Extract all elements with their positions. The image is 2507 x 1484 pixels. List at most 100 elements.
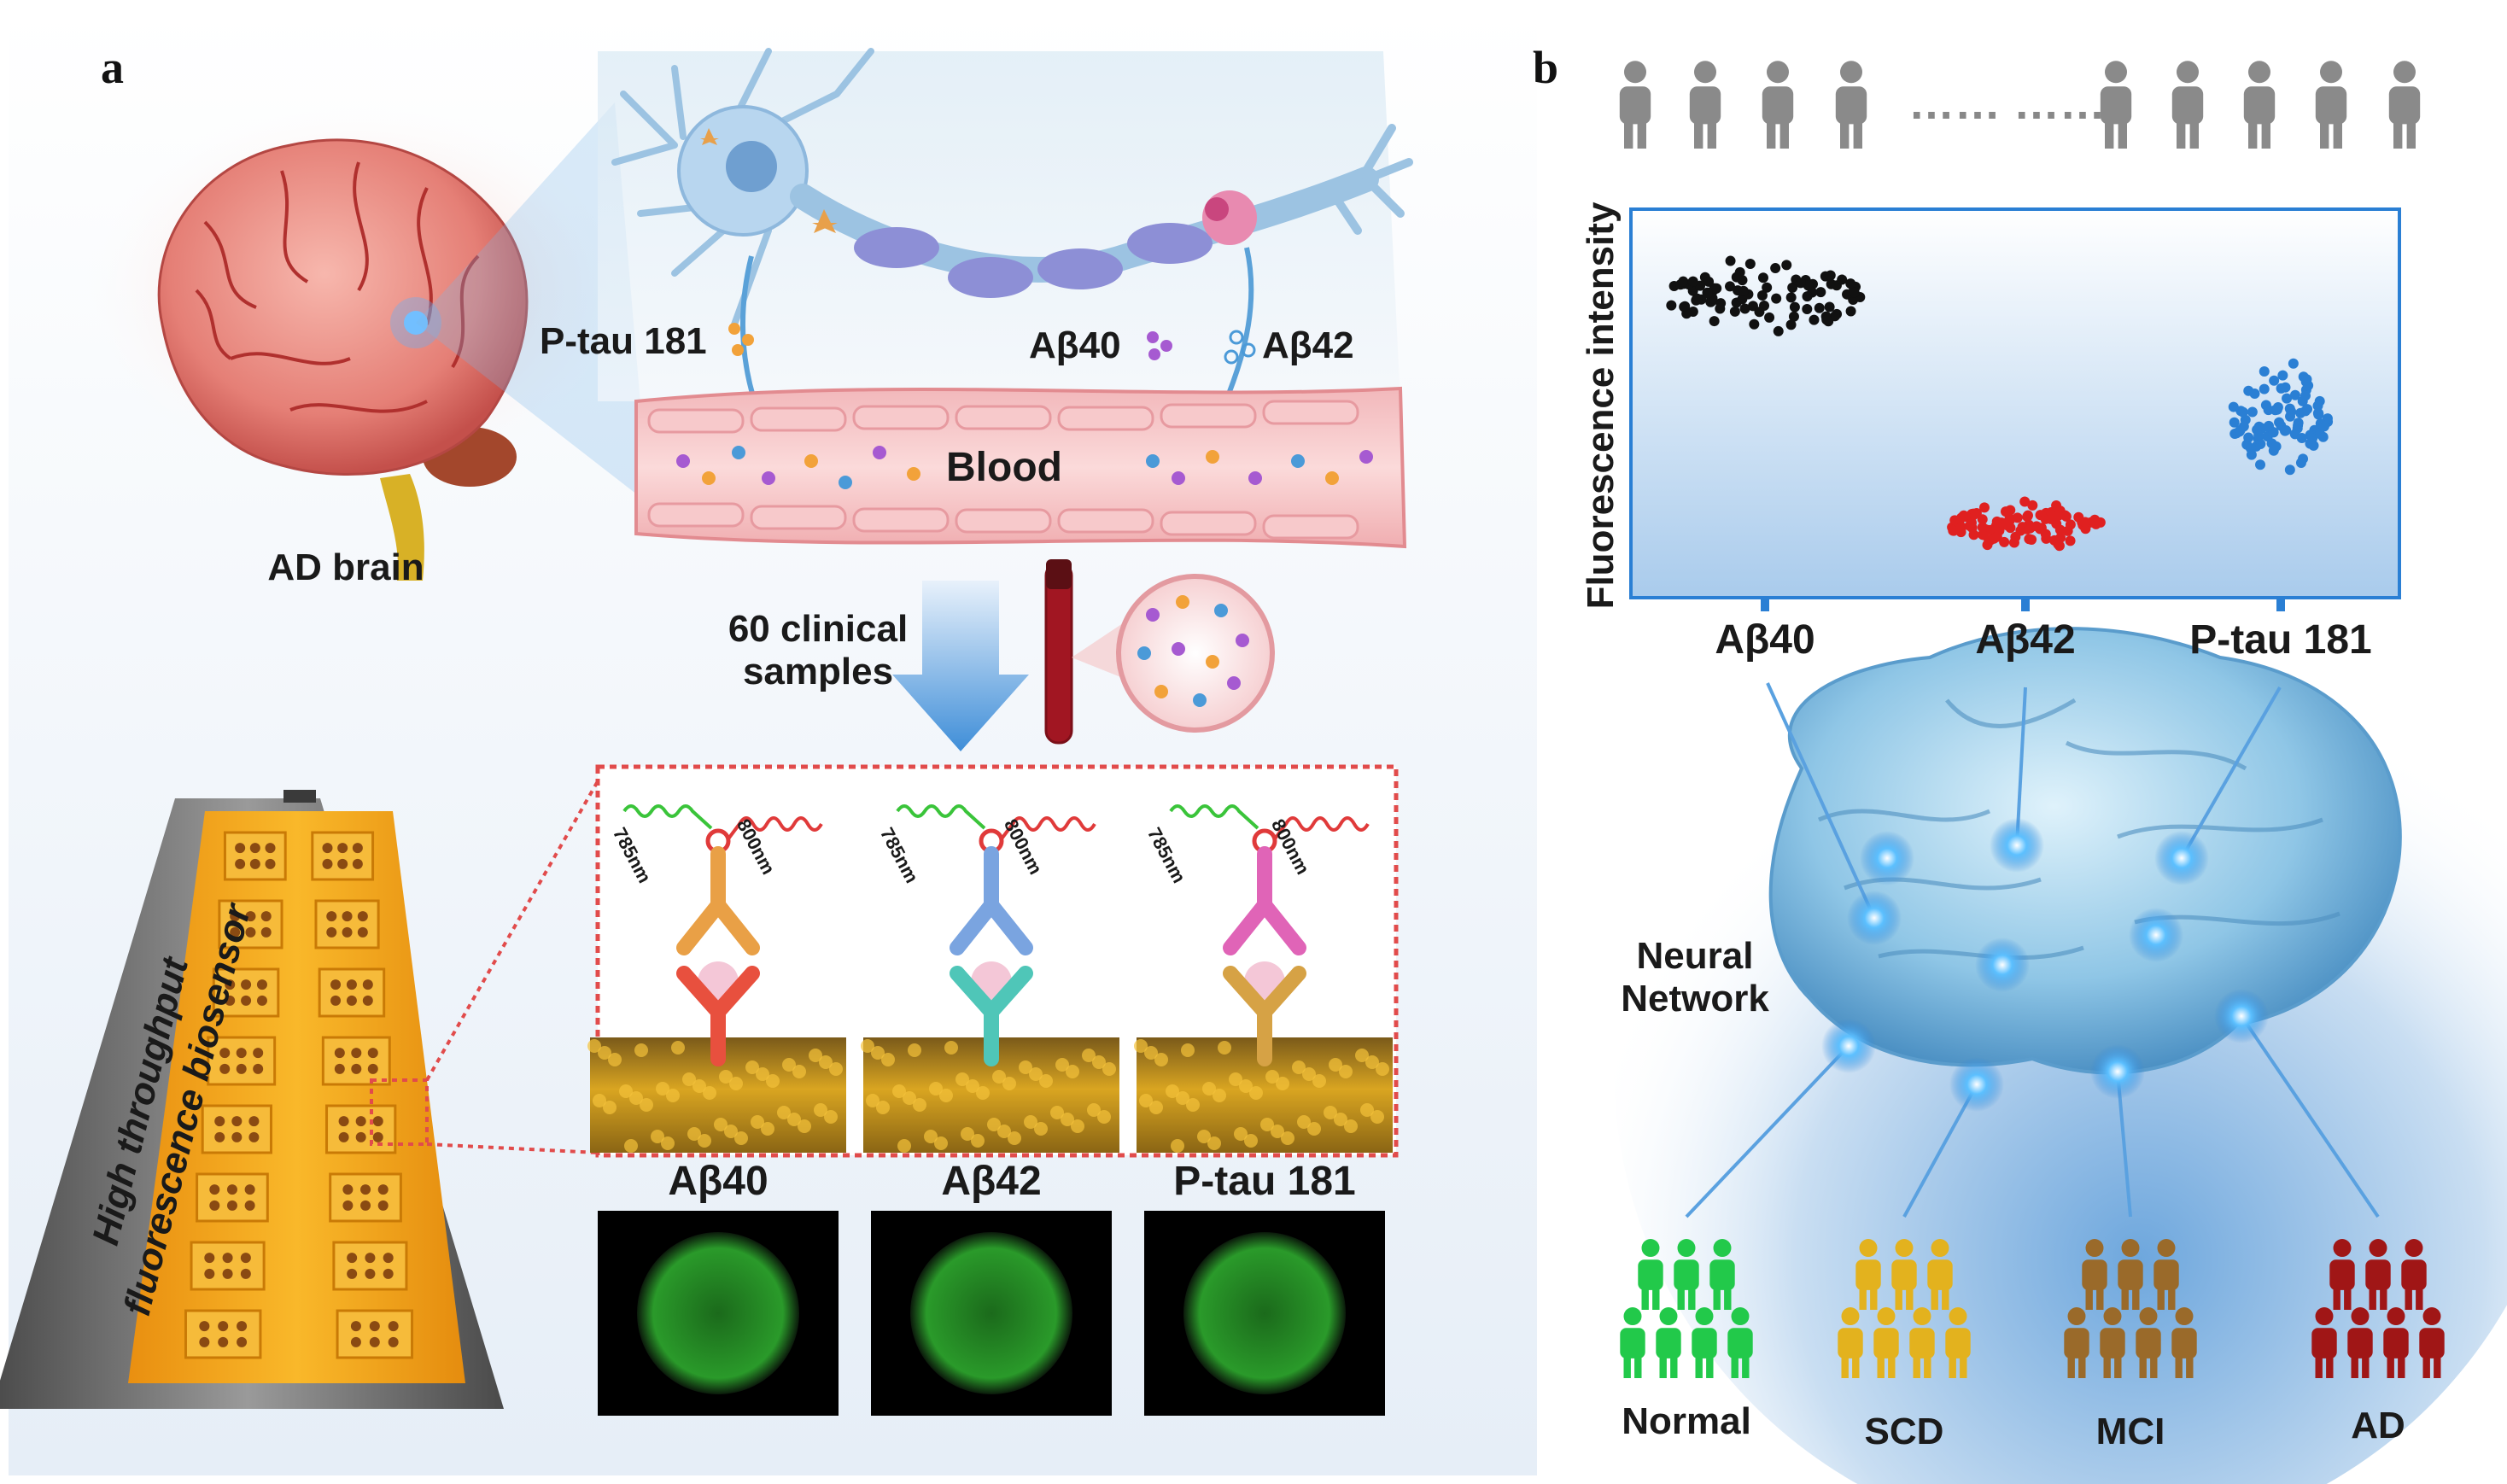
swarm-point — [2229, 417, 2240, 428]
swarm-point — [1982, 540, 1993, 551]
swarm-point — [2263, 420, 2274, 431]
population-person-icon — [2100, 61, 2132, 149]
tube-body — [1044, 562, 1073, 745]
swarm-point — [2305, 438, 2316, 449]
assay-column — [1134, 804, 1393, 1153]
swarm-point — [2022, 511, 2033, 523]
brain-vessels — [195, 161, 480, 413]
group-person-icon — [2153, 1239, 2179, 1310]
swarm-point — [1781, 260, 1792, 271]
swarm-point — [2289, 389, 2300, 400]
swarm-point — [1756, 289, 1768, 301]
chip-well — [223, 831, 287, 881]
group-person-icon — [2329, 1239, 2355, 1310]
swarm-point — [1809, 314, 1820, 325]
swarm-point — [1814, 302, 1825, 313]
neuron-nucleus — [726, 141, 777, 192]
group-person-icon — [1620, 1307, 1645, 1378]
group-person-icon — [1855, 1239, 1881, 1310]
chip-well — [321, 1036, 391, 1086]
swarm-point — [2296, 432, 2307, 443]
swarm-point — [1785, 319, 1797, 330]
swarm-point — [2301, 374, 2312, 385]
swarm-point — [1757, 272, 1768, 283]
tick-ab42 — [2021, 598, 2030, 611]
myelin-sheaths — [854, 223, 1213, 298]
tick-ab40 — [1761, 598, 1769, 611]
swarm-point — [1977, 514, 1988, 525]
group-person-icon — [1709, 1239, 1735, 1310]
swarm-point — [1729, 306, 1740, 317]
swarm-point — [2243, 432, 2254, 443]
swarm-point — [1744, 258, 1756, 269]
group-person-icon — [1909, 1307, 1935, 1378]
neural-network — [1685, 627, 2402, 1218]
swarm-point — [1725, 281, 1736, 292]
swarm-point — [2090, 518, 2101, 529]
swarm-point — [1996, 517, 2007, 529]
swarm-point — [1764, 312, 1775, 323]
population-ellipsis: …… …… — [1908, 78, 2107, 129]
chip-zoom-box — [370, 1078, 429, 1146]
swarm-point — [2051, 500, 2062, 511]
fluorescence-spot-ptau — [1183, 1232, 1346, 1394]
swarm-point — [2277, 370, 2288, 381]
network-node — [1949, 1057, 2004, 1112]
chip-well — [329, 1172, 402, 1223]
swarm-point — [2255, 459, 2266, 470]
swarm-point — [1709, 316, 1720, 327]
panel-a-label: a — [101, 42, 124, 93]
swarm-point — [2237, 406, 2248, 418]
swarm-point — [2253, 429, 2264, 441]
group-person-icon — [2401, 1239, 2427, 1310]
swarm-point — [2288, 358, 2299, 369]
swarm-point — [1771, 293, 1782, 304]
assay-detail-box — [587, 764, 1399, 1158]
swarm-point — [2270, 441, 2282, 452]
population-person-icon — [2171, 61, 2204, 149]
blood-biomarkers — [676, 446, 1373, 489]
swarm-point — [2312, 400, 2323, 412]
chip-body — [128, 811, 465, 1383]
swarm-point — [1829, 311, 1840, 322]
x-label-ab40: Aβ40 — [1715, 617, 1815, 663]
swarm-point — [1815, 287, 1826, 298]
population-person-icon — [1619, 61, 1651, 149]
x-label-ab42: Aβ42 — [1975, 617, 2076, 663]
swarm-point — [1845, 278, 1856, 289]
biomarker-plot — [1629, 207, 2401, 611]
chip-well — [336, 1309, 414, 1359]
swarm-point — [1821, 314, 1832, 325]
samples-label-line2: samples — [742, 651, 894, 692]
swarm-point — [2318, 421, 2329, 432]
group-scd-icon — [1838, 1239, 1971, 1378]
magnified-biomarkers — [1137, 595, 1249, 707]
brain-focus-point — [404, 311, 428, 335]
swarm-point — [1802, 291, 1813, 302]
axon-terminals — [1328, 124, 1413, 235]
group-person-icon — [2365, 1239, 2391, 1310]
group-person-icon — [2064, 1307, 2089, 1378]
blood-vessel — [634, 386, 1407, 549]
population-row — [1619, 61, 2421, 149]
y-axis-label: Fluorescence intensity — [1580, 202, 1622, 610]
swarm-point — [1824, 301, 1835, 313]
assay-label-ab42: Aβ42 — [941, 1159, 1042, 1204]
x-label-ptau: P-tau 181 — [2189, 617, 2372, 663]
chip-well — [325, 1104, 397, 1154]
swarm-point — [2008, 537, 2019, 548]
group-person-icon — [2347, 1307, 2373, 1378]
group-person-icon — [2171, 1307, 2197, 1378]
neuron-illustration — [598, 48, 1413, 476]
cerebrum — [157, 138, 529, 476]
swarm-point — [1773, 325, 1784, 336]
chip-wells — [184, 831, 414, 1359]
blood-sample-tube — [1044, 559, 1275, 745]
group-person-icon — [1891, 1239, 1917, 1310]
swarm-point — [1738, 285, 1749, 296]
swarm-point — [1731, 272, 1742, 283]
tick-ptau — [2276, 598, 2285, 611]
ab42-molecule-icons — [1224, 330, 1256, 365]
swarm-point — [1770, 263, 1781, 274]
assay-label-ptau: P-tau 181 — [1173, 1159, 1356, 1204]
